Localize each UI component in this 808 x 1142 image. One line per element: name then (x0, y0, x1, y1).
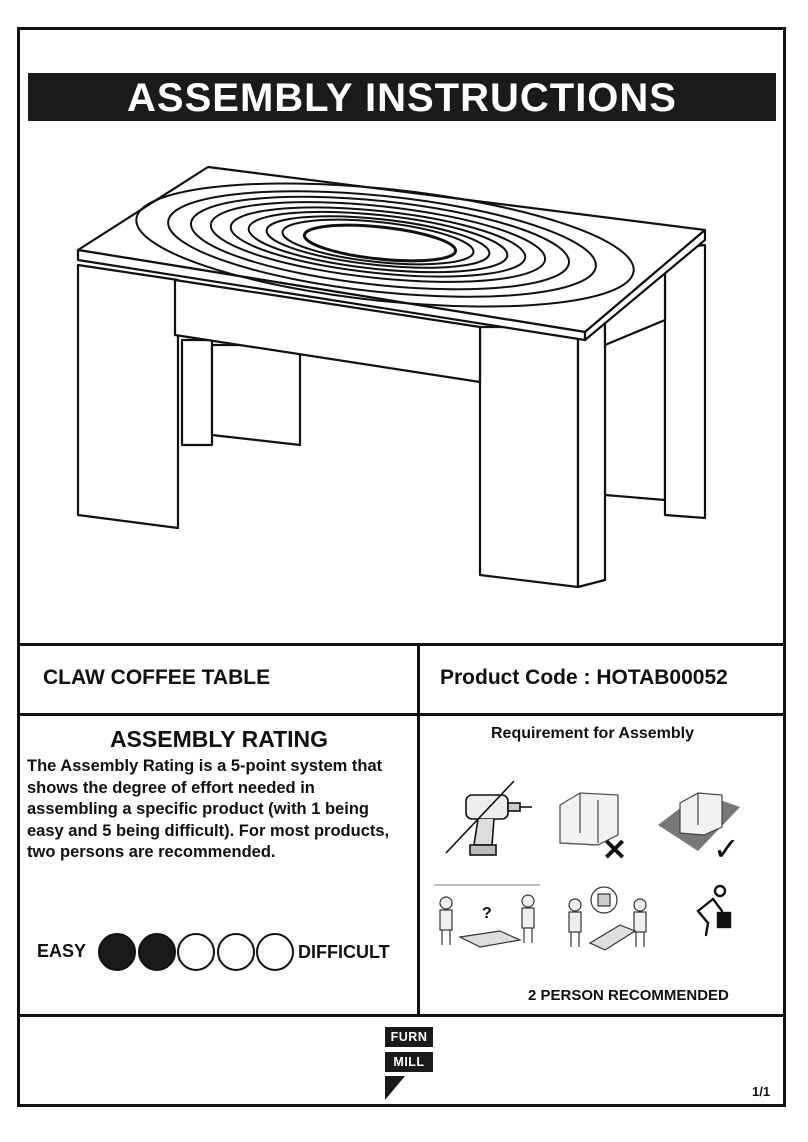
requirements-title: Requirement for Assembly (490, 725, 694, 742)
no-hard-floor-icon (559, 792, 619, 846)
logo-line-2: MILL (385, 1052, 433, 1072)
divider (17, 713, 786, 716)
product-code: Product Code : HOTAB00052 (440, 666, 728, 689)
difficult-label: DIFFICULT (298, 942, 390, 962)
read-instructions-icon (434, 884, 540, 948)
logo-line-1: FURN (385, 1027, 433, 1047)
product-name: CLAW COFFEE TABLE (43, 666, 271, 689)
no-power-drill-icon (445, 780, 532, 856)
svg-text:?: ? (482, 905, 492, 922)
divider (17, 643, 786, 646)
divider (17, 1014, 786, 1017)
furnmill-logo: FURN MILL (385, 1027, 433, 1075)
assembly-rating-title: ASSEMBLY RATING (109, 726, 329, 752)
rating-dot (98, 933, 136, 971)
two-person-recommended: 2 PERSON RECOMMENDED (528, 987, 729, 1004)
divider (417, 645, 420, 1015)
use-soft-surface-icon (658, 792, 740, 851)
rating-dot (137, 933, 176, 971)
svg-text:✕: ✕ (602, 834, 627, 867)
logo-tail-icon (385, 1076, 405, 1100)
rating-dot (216, 933, 255, 971)
rating-dot (256, 933, 294, 971)
lift-carefully-icon (696, 884, 732, 937)
requirements-illustrations: ✕ ✓ ? (434, 780, 740, 951)
easy-label: EASY (37, 941, 87, 961)
page-frame (17, 27, 786, 1107)
page-title: ASSEMBLY INSTRUCTIONS (28, 73, 776, 121)
two-person-icon (568, 886, 647, 951)
svg-text:✓: ✓ (713, 830, 740, 868)
page-number: 1/1 (752, 1084, 771, 1099)
assembly-rating-description: The Assembly Rating is a 5-point system … (27, 757, 390, 861)
coffee-table-illustration (76, 165, 707, 589)
rating-dot (177, 933, 215, 971)
